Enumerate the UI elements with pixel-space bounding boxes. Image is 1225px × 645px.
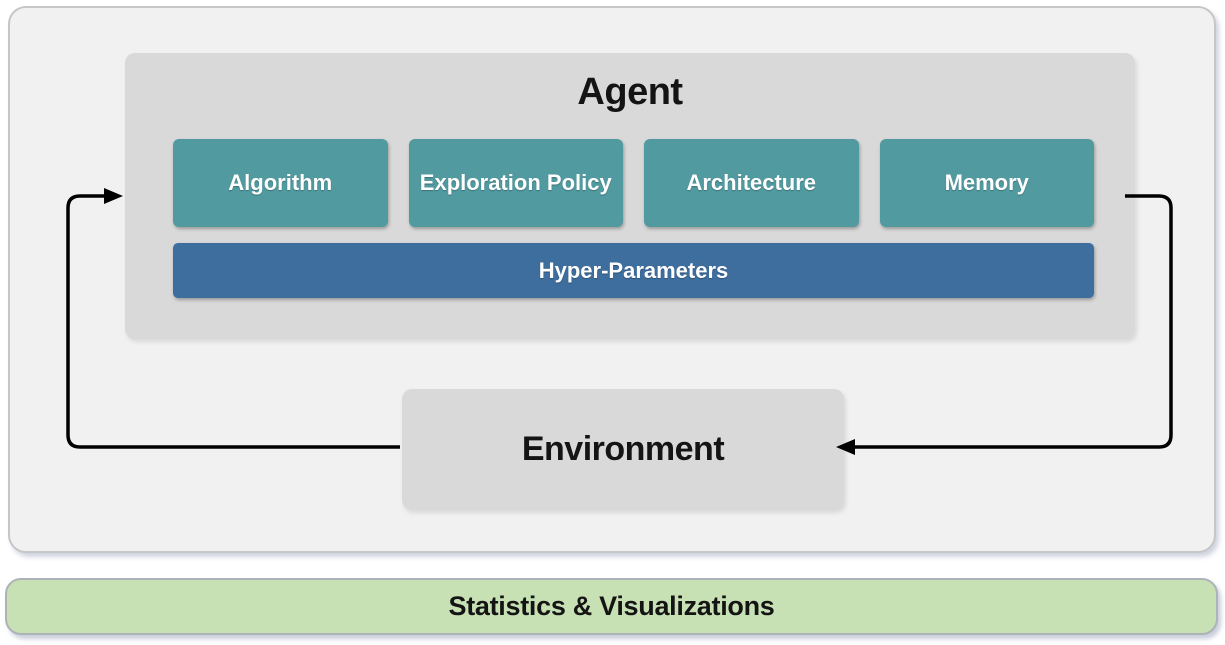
environment-box: Environment — [402, 389, 844, 510]
module-box-architecture: Architecture — [644, 139, 859, 227]
training-loop-panel: Agent Algorithm Exploration Policy Archi… — [8, 6, 1216, 553]
module-label-memory: Memory — [944, 170, 1029, 195]
module-label-architecture: Architecture — [686, 170, 817, 195]
statistics-visualizations-label: Statistics & Visualizations — [448, 591, 775, 621]
hyper-parameters-label: Hyper-Parameters — [538, 257, 729, 283]
agent-box: Agent Algorithm Exploration Policy Archi… — [125, 53, 1135, 339]
environment-title: Environment — [521, 430, 725, 468]
agent-title: Agent — [577, 71, 683, 113]
module-label-algorithm: Algorithm — [228, 170, 333, 195]
module-label-exploration-policy: Exploration Policy — [419, 170, 612, 195]
module-box-algorithm: Algorithm — [173, 139, 388, 227]
agent-modules-row: Algorithm Exploration Policy Architectur… — [173, 139, 1094, 227]
module-box-exploration-policy: Exploration Policy — [408, 139, 623, 227]
module-box-memory: Memory — [879, 139, 1094, 227]
hyper-parameters-box: Hyper-Parameters — [173, 243, 1094, 298]
statistics-visualizations-bar: Statistics & Visualizations — [5, 578, 1218, 635]
